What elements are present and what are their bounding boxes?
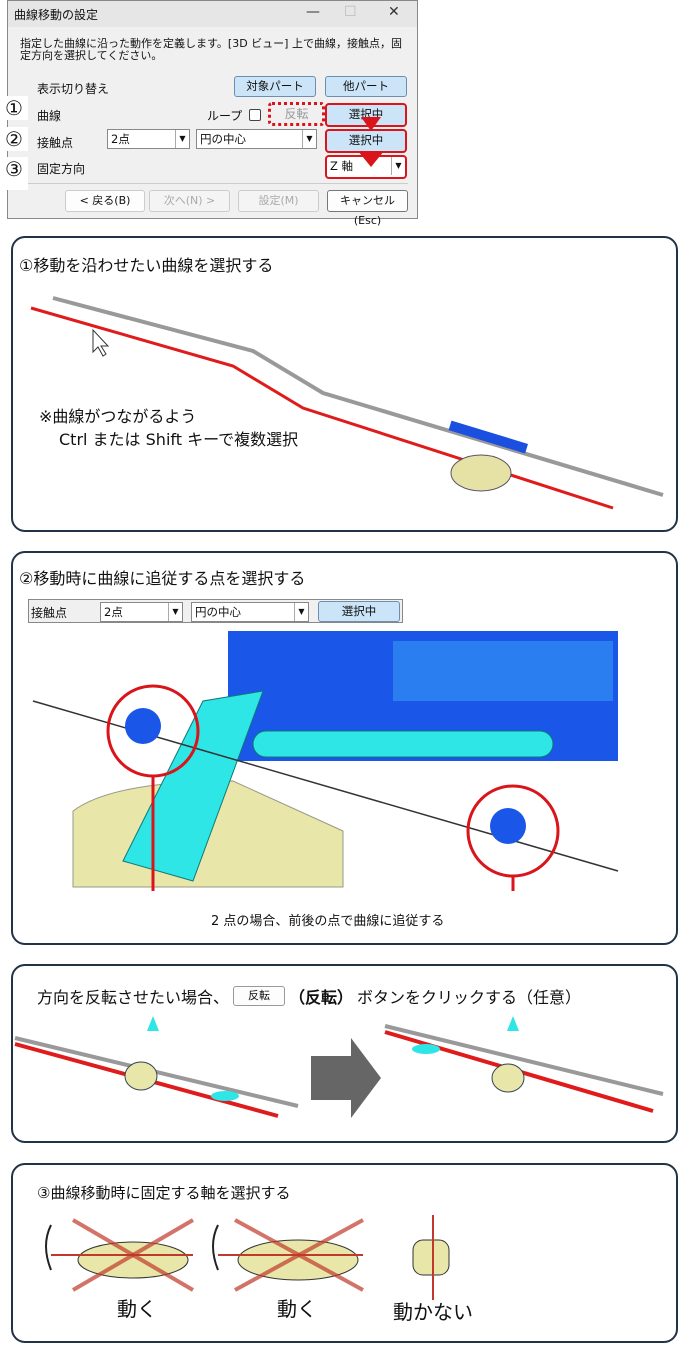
label-moves-1: 動く bbox=[117, 1297, 157, 1321]
other-part-button[interactable]: 他パート bbox=[325, 76, 407, 97]
title-bold: （反転） bbox=[289, 988, 354, 1007]
note-line-1: ※曲線がつながるよう bbox=[39, 407, 197, 426]
curve-move-dialog: 曲線移動の設定 — ☐ ✕ 指定した曲線に沿った動作を定義します。[3D ビュー… bbox=[7, 0, 418, 227]
contact-count-select[interactable]: 2点▼ bbox=[107, 129, 190, 149]
contact-select-button[interactable]: 選択中 bbox=[325, 129, 407, 153]
chevron-down-icon: ▼ bbox=[294, 603, 308, 621]
step-number-3: ③ bbox=[0, 157, 28, 190]
contact-type-select[interactable]: 円の中心▼ bbox=[196, 129, 317, 149]
maximize-button[interactable]: ☐ bbox=[344, 4, 357, 20]
dialog-description: 指定した曲線に沿った動作を定義します。[3D ビュー] 上で曲線，接触点，固定方… bbox=[20, 37, 402, 62]
dialog-title: 曲線移動の設定 bbox=[14, 8, 99, 22]
loop-checkbox[interactable] bbox=[249, 109, 261, 121]
title-bar: 曲線移動の設定 bbox=[8, 1, 417, 27]
chevron-down-icon: ▼ bbox=[302, 130, 316, 148]
set-button[interactable]: 設定(M) bbox=[238, 190, 319, 212]
arrow-right-icon bbox=[311, 1038, 381, 1118]
step3-panel: 方向を反転させたい場合、 反転 （反転） ボタンをクリックする（任意） bbox=[11, 964, 678, 1143]
chevron-down-icon: ▼ bbox=[168, 603, 182, 621]
display-toggle-label: 表示切り替え bbox=[37, 82, 110, 96]
cursor-icon bbox=[92, 328, 110, 357]
label-fixed: 動かない bbox=[393, 1300, 473, 1324]
chevron-down-icon: ▼ bbox=[175, 130, 189, 148]
step1-title: ①移動を沿わせたい曲線を選択する bbox=[19, 256, 274, 275]
next-button[interactable]: 次へ(N) > bbox=[149, 190, 230, 212]
contact-label: 接触点 bbox=[37, 136, 74, 150]
axis-illustration bbox=[45, 1215, 450, 1300]
reverse-illustration bbox=[14, 1016, 664, 1118]
chevron-down-icon: ▼ bbox=[391, 157, 405, 175]
step4-panel: ③曲線移動時に固定する軸を選択する 動く 動く 動かない bbox=[11, 1163, 678, 1343]
target-part-button[interactable]: 対象パート bbox=[234, 76, 316, 97]
contact-label: 接触点 bbox=[31, 606, 68, 620]
reverse-title: 方向を反転させたい場合、 反転 （反転） ボタンをクリックする（任意） bbox=[37, 984, 581, 1008]
step4-title: ③曲線移動時に固定する軸を選択する bbox=[37, 1184, 291, 1202]
step-number-1: ① bbox=[0, 96, 28, 120]
minimize-button[interactable]: — bbox=[306, 4, 320, 20]
reverse-button-sample: 反転 bbox=[233, 986, 286, 1006]
close-button[interactable]: ✕ bbox=[388, 4, 400, 20]
arrow-down-icon bbox=[361, 117, 381, 131]
note-line-2: Ctrl または Shift キーで複数選択 bbox=[59, 430, 299, 449]
reverse-button[interactable]: 反転 bbox=[268, 102, 325, 126]
curve-label: 曲線 bbox=[37, 109, 62, 123]
label-moves-2: 動く bbox=[277, 1297, 317, 1321]
step1-panel: ①移動を沿わせたい曲線を選択する ※曲線がつながるよう Ctrl または Shi… bbox=[11, 236, 678, 532]
loop-label: ループ bbox=[207, 109, 243, 123]
contact-type-select[interactable]: 円の中心▼ bbox=[191, 602, 309, 622]
contact-point-illustration bbox=[13, 631, 619, 891]
title-text: 方向を反転させたい場合、 bbox=[37, 988, 230, 1007]
select-button[interactable]: 選択中 bbox=[318, 601, 400, 622]
step2-title: ②移動時に曲線に追従する点を選択する bbox=[19, 569, 306, 588]
step2-panel: ②移動時に曲線に追従する点を選択する 接触点 2点▼ 円の中心▼ 選択中 2 点… bbox=[11, 551, 678, 945]
arrow-down-icon bbox=[358, 151, 384, 167]
contact-count-select[interactable]: 2点▼ bbox=[100, 602, 183, 622]
step2-caption: 2 点の場合、前後の点で曲線に追従する bbox=[203, 910, 453, 929]
divider bbox=[28, 183, 408, 184]
step-number-2: ② bbox=[0, 127, 28, 151]
cancel-button[interactable]: キャンセル(Esc) bbox=[327, 190, 408, 227]
fixed-direction-label: 固定方向 bbox=[37, 162, 86, 176]
back-button[interactable]: < 戻る(B) bbox=[65, 190, 145, 212]
curve-illustration bbox=[30, 296, 664, 510]
title-text: ボタンをクリックする（任意） bbox=[357, 988, 582, 1007]
contact-row: 接触点 2点▼ 円の中心▼ 選択中 bbox=[28, 599, 403, 623]
